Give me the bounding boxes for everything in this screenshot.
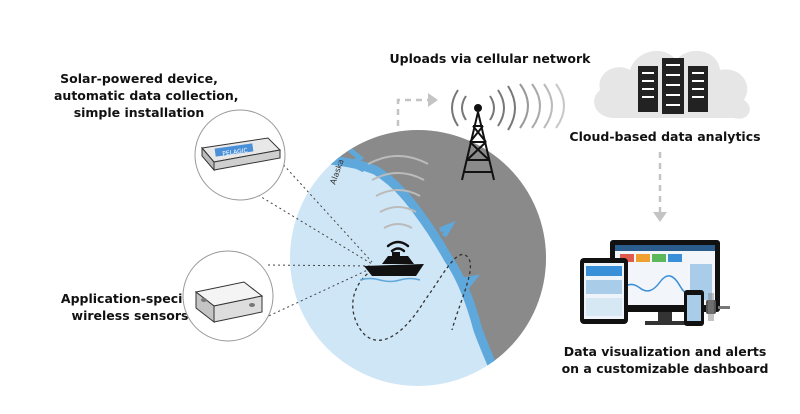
sensors-label-line2: wireless sensors [71, 308, 189, 323]
sensors-label-line1: Application-specific [60, 291, 200, 306]
dashboard-label: Data visualization and alerts on a custo… [545, 343, 785, 377]
solar-device-label-line1: Solar-powered device, [60, 71, 218, 86]
sensor-callout [182, 250, 274, 342]
cell-tower-icon [461, 104, 495, 181]
devices-dashboard-icon [580, 240, 730, 326]
land-mass [300, 130, 546, 386]
analytics-arrow [653, 152, 667, 222]
solar-device-label: Solar-powered device, automatic data col… [54, 70, 239, 121]
connector-lines [257, 149, 373, 321]
coastline [303, 147, 510, 386]
boat-signal-waves [367, 155, 429, 229]
solar-device-icon: PELAGIC [201, 137, 282, 172]
dashboard-label-line1: Data visualization and alerts [563, 344, 767, 359]
sensor-box-icon [194, 281, 264, 324]
solar-device-callout: PELAGIC [194, 109, 286, 201]
sensors-label: Application-specific wireless sensors [50, 290, 210, 324]
cloud-label: Cloud-based data analytics [569, 129, 761, 144]
boat-icon [359, 252, 424, 283]
dashboard-label-line2: on a customizable dashboard [561, 361, 769, 376]
cloud-server-icon [594, 50, 750, 119]
solar-device-label-line3: simple installation [73, 105, 205, 120]
device-brand: PELAGIC [222, 147, 248, 157]
upload-arrow [396, 98, 428, 126]
solar-device-label-line2: automatic data collection, [54, 88, 239, 103]
globe: Alaska [290, 130, 546, 386]
uploads-label: Uploads via cellular network [389, 51, 591, 66]
upload-arrow-head [428, 93, 438, 107]
tower-waves [451, 83, 565, 131]
